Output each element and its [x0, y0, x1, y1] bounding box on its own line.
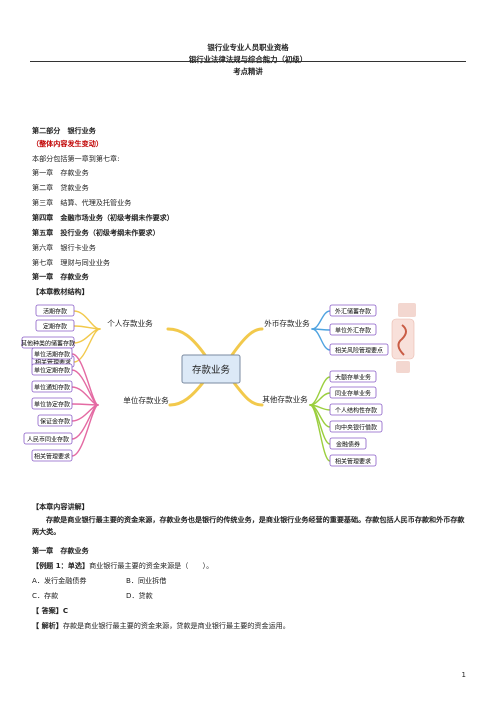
- leaf-other-1: 同业存单业务: [335, 390, 371, 398]
- chapter-2: 第二章 贷款业务: [32, 183, 89, 192]
- leaf-box: [31, 347, 73, 360]
- page-number: 1: [461, 671, 466, 679]
- leaf-unit-5: 人民币同业存款: [27, 436, 69, 444]
- leaf-box: [31, 397, 73, 410]
- branch-unit: 单位存款业务: [123, 395, 169, 405]
- leaf-other-4: 金融债券: [336, 441, 360, 449]
- leaf-box: [329, 323, 377, 336]
- leaf-box: [329, 420, 383, 433]
- branch-lines: [166, 327, 264, 407]
- answer-line: 【 答案】C: [32, 606, 68, 616]
- leaf-unit-2: 单位通知存款: [34, 384, 70, 392]
- analysis-tag: 【 解析】: [32, 621, 63, 630]
- leaf-box: [329, 304, 377, 317]
- leaf-personal-0: 活期存款: [43, 308, 67, 316]
- unit-leaves: 单位活期存款 单位定期存款 单位通知存款 单位协定存款 保证金存款 人民币同业存…: [23, 347, 73, 462]
- example-line: 【例题 1：单选】商业银行最主要的资金来源是（ ）。: [32, 561, 213, 571]
- chapter-heading: 第一章 存款业务: [32, 272, 89, 281]
- part-title: 第二部分 银行业务: [32, 126, 96, 135]
- leaf-personal-2: 其他种类的储蓄存款: [21, 340, 75, 348]
- example-question: 商业银行最主要的资金来源是（ ）。: [89, 561, 214, 570]
- leaf-box: [329, 370, 377, 383]
- leaf-box: [329, 343, 389, 356]
- option-c: C．存款: [32, 591, 59, 600]
- leaf-box: [37, 414, 73, 427]
- leaf-foreign-0: 外汇储蓄存款: [335, 308, 371, 316]
- answer-tag: 【 答案】: [32, 606, 63, 615]
- chapter-heading-2: 第一章 存款业务: [32, 546, 89, 555]
- doc-title-1: 银行业专业人员职业资格: [207, 43, 289, 52]
- branch-personal: 个人存款业务: [107, 318, 153, 328]
- intro-desc: 本部分包括第一章到第七章:: [32, 154, 120, 163]
- doc-title-2: 银行业法律法规与综合能力（初级）: [188, 55, 308, 64]
- option-d: D．贷款: [126, 591, 153, 600]
- leaf-unit-4: 保证金存款: [40, 418, 70, 426]
- analysis-line: 【 解析】存款是商业银行最主要的资金来源，贷款是商业银行最主要的资金运用。: [32, 621, 290, 631]
- leaf-foreign-2: 相关风险管理要点: [335, 347, 383, 355]
- answer-value: C: [62, 606, 69, 615]
- leaf-other-2: 个人结构性存款: [335, 407, 377, 415]
- leaf-box: [329, 386, 377, 399]
- chapter-4: 第四章 金融市场业务（初级考纲未作要求）: [32, 213, 174, 222]
- mind-map: 存款业务 个人存款业务 单位存款业务 外币存款业务 其他存款业务 活期存款 定期…: [21, 303, 416, 467]
- chapter-1: 第一章 存款业务: [32, 168, 89, 177]
- leaf-box: [329, 454, 377, 467]
- root-node-label: 存款业务: [192, 364, 231, 376]
- leaf-other-3: 向中央银行借款: [335, 424, 377, 432]
- chapter-3: 第三章 结算、代理及托管业务: [32, 198, 132, 207]
- analysis-text: 存款是商业银行最主要的资金来源，贷款是商业银行最主要的资金运用。: [62, 621, 290, 630]
- leaf-box: [31, 363, 73, 376]
- leaf-box: [31, 449, 73, 462]
- example-tag: 【例题 1：单选】: [32, 561, 90, 570]
- change-note: （整体内容发生变动）: [32, 139, 103, 148]
- leaf-foreign-1: 单位外汇存款: [335, 327, 371, 335]
- leaf-other-5: 相关管理要求: [335, 458, 371, 466]
- other-leaves: 大额存单业务 同业存单业务 个人结构性存款 向中央银行借款 金融债券 相关管理要…: [329, 370, 383, 467]
- leaf-personal-1: 定期存款: [43, 323, 67, 331]
- branch-foreign: 外币存款业务: [264, 318, 310, 328]
- content-label: 【本章内容讲解】: [32, 502, 89, 511]
- chapter-7: 第七章 理财与同业业务: [32, 258, 111, 267]
- content-paragraph: 存款是商业银行最主要的资金来源，存款业务也是银行的传统业务，是商业银行业务经营的…: [32, 515, 465, 536]
- leaf-unit-1: 单位定期存款: [34, 367, 70, 375]
- leaf-box: [35, 304, 75, 317]
- leaf-box: [23, 432, 73, 445]
- chapter-6: 第六章 银行卡业务: [32, 243, 96, 252]
- foreign-leaves: 外汇储蓄存款 单位外汇存款 相关风险管理要点: [329, 304, 389, 356]
- doc-title-3: 考点精讲: [233, 67, 263, 76]
- leaf-box: [329, 437, 367, 450]
- leaf-other-0: 大额存单业务: [335, 374, 371, 382]
- option-b: B．同业拆借: [126, 576, 167, 585]
- option-a: A．发行金融债券: [32, 576, 87, 585]
- leaf-box: [329, 403, 383, 416]
- root-node: [181, 354, 241, 384]
- leaf-personal-3: 相关管理要求: [35, 359, 71, 367]
- leaf-unit-3: 单位协定存款: [34, 401, 70, 409]
- chapter-5: 第五章 投行业务（初级考纲未作要求）: [32, 228, 160, 237]
- decorative-clipart: [391, 303, 416, 373]
- leaf-box: [31, 380, 73, 393]
- leaf-unit-6: 相关管理要求: [34, 453, 70, 461]
- structure-label: 【本章教材结构】: [32, 287, 89, 296]
- branch-other: 其他存款业务: [262, 394, 308, 404]
- leaf-unit-0: 单位活期存款: [34, 351, 70, 359]
- leaf-box: [35, 319, 75, 332]
- header-rule: [30, 61, 466, 62]
